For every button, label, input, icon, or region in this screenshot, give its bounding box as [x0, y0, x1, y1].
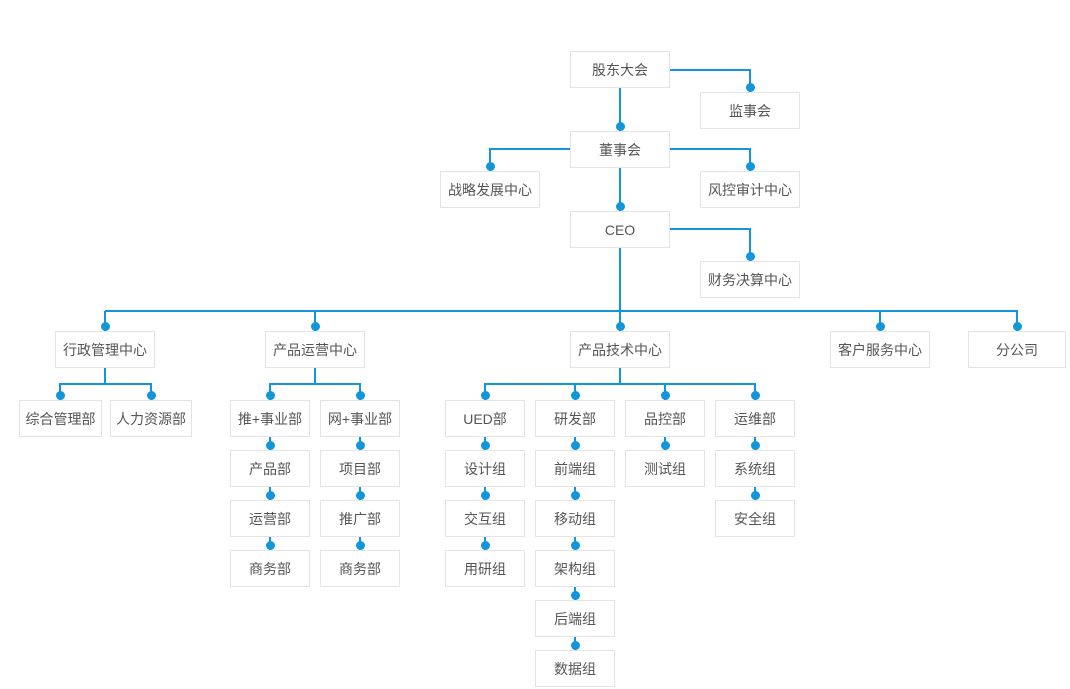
org-node-data-group: 数据组 [535, 650, 615, 687]
connector-dot [355, 440, 365, 450]
connector-line [105, 310, 1018, 312]
org-node-operation-dept: 运营部 [230, 500, 310, 537]
org-node-supervisory-board: 监事会 [700, 92, 800, 129]
connector-dot [355, 390, 365, 400]
connector-dot [750, 440, 760, 450]
org-node-tui-business-unit: 推+事业部 [230, 400, 310, 437]
connector-line [619, 168, 621, 211]
org-node-interaction-group: 交互组 [445, 500, 525, 537]
connector-dot [55, 390, 65, 400]
connector-dot [355, 490, 365, 500]
org-node-backend-group: 后端组 [535, 600, 615, 637]
connector-line [619, 311, 621, 331]
org-node-rnd-dept: 研发部 [535, 400, 615, 437]
org-node-product-tech-center: 产品技术中心 [570, 331, 670, 368]
connector-line [314, 311, 316, 331]
connector-dot [615, 321, 625, 331]
connector-line [749, 149, 751, 171]
org-node-finance-center: 财务决算中心 [700, 261, 800, 298]
connector-dot [750, 390, 760, 400]
connector-line [59, 383, 152, 385]
connector-line [619, 248, 621, 311]
connector-dot [745, 82, 755, 92]
connector-line [879, 311, 881, 331]
org-node-business-dept-wang: 商务部 [320, 550, 400, 587]
connector-dot [570, 390, 580, 400]
connector-line [489, 148, 570, 150]
org-node-test-group: 测试组 [625, 450, 705, 487]
connector-dot [615, 121, 625, 131]
connector-line [1016, 311, 1018, 331]
connector-dot [615, 201, 625, 211]
connector-dot [570, 490, 580, 500]
org-node-product-ops-center: 产品运营中心 [265, 331, 365, 368]
org-node-general-mgmt-dept: 综合管理部 [19, 400, 102, 437]
org-node-security-group: 安全组 [715, 500, 795, 537]
connector-dot [875, 321, 885, 331]
connector-dot [745, 251, 755, 261]
connector-dot [265, 490, 275, 500]
connector-dot [660, 390, 670, 400]
connector-dot [100, 321, 110, 331]
connector-dot [745, 161, 755, 171]
org-node-board-of-directors: 董事会 [570, 131, 670, 168]
org-node-product-dept: 产品部 [230, 450, 310, 487]
org-node-frontend-group: 前端组 [535, 450, 615, 487]
connector-dot [480, 490, 490, 500]
org-node-risk-audit-center: 风控审计中心 [700, 171, 800, 208]
connector-dot [265, 390, 275, 400]
connector-line [670, 69, 751, 71]
connector-dot [146, 390, 156, 400]
connector-dot [570, 590, 580, 600]
connector-line [104, 311, 106, 331]
connector-dot [570, 440, 580, 450]
org-node-promotion-dept: 推广部 [320, 500, 400, 537]
org-node-ued-dept: UED部 [445, 400, 525, 437]
connector-dot [570, 640, 580, 650]
org-node-business-dept-tui: 商务部 [230, 550, 310, 587]
org-node-wang-business-unit: 网+事业部 [320, 400, 400, 437]
connector-line [104, 368, 106, 384]
org-node-system-group: 系统组 [715, 450, 795, 487]
org-node-ceo: CEO [570, 211, 670, 248]
org-node-customer-service-center: 客户服务中心 [830, 331, 930, 368]
connector-line [489, 149, 491, 171]
connector-dot [355, 540, 365, 550]
connector-line [749, 229, 751, 261]
connector-line [619, 368, 621, 384]
connector-dot [570, 540, 580, 550]
connector-line [269, 383, 361, 385]
connector-dot [1012, 321, 1022, 331]
connector-dot [265, 540, 275, 550]
org-node-shareholders-meeting: 股东大会 [570, 51, 670, 88]
connector-dot [480, 440, 490, 450]
org-node-qc-dept: 品控部 [625, 400, 705, 437]
connector-dot [480, 540, 490, 550]
org-node-strategy-dev-center: 战略发展中心 [440, 171, 540, 208]
connector-dot [310, 321, 320, 331]
connector-dot [265, 440, 275, 450]
org-node-om-dept: 运维部 [715, 400, 795, 437]
connector-dot [660, 440, 670, 450]
connector-line [484, 383, 756, 385]
connector-line [314, 368, 316, 384]
connector-line [619, 88, 621, 131]
connector-line [670, 228, 751, 230]
org-node-branch-company: 分公司 [968, 331, 1066, 368]
org-node-design-group: 设计组 [445, 450, 525, 487]
connector-line [749, 70, 751, 92]
org-node-hr-dept: 人力资源部 [110, 400, 192, 437]
org-node-project-dept: 项目部 [320, 450, 400, 487]
org-node-architecture-group: 架构组 [535, 550, 615, 587]
connector-dot [750, 490, 760, 500]
connector-dot [480, 390, 490, 400]
connector-line [670, 148, 751, 150]
org-node-admin-mgmt-center: 行政管理中心 [55, 331, 155, 368]
org-node-user-research-group: 用研组 [445, 550, 525, 587]
org-node-mobile-group: 移动组 [535, 500, 615, 537]
connector-dot [485, 161, 495, 171]
